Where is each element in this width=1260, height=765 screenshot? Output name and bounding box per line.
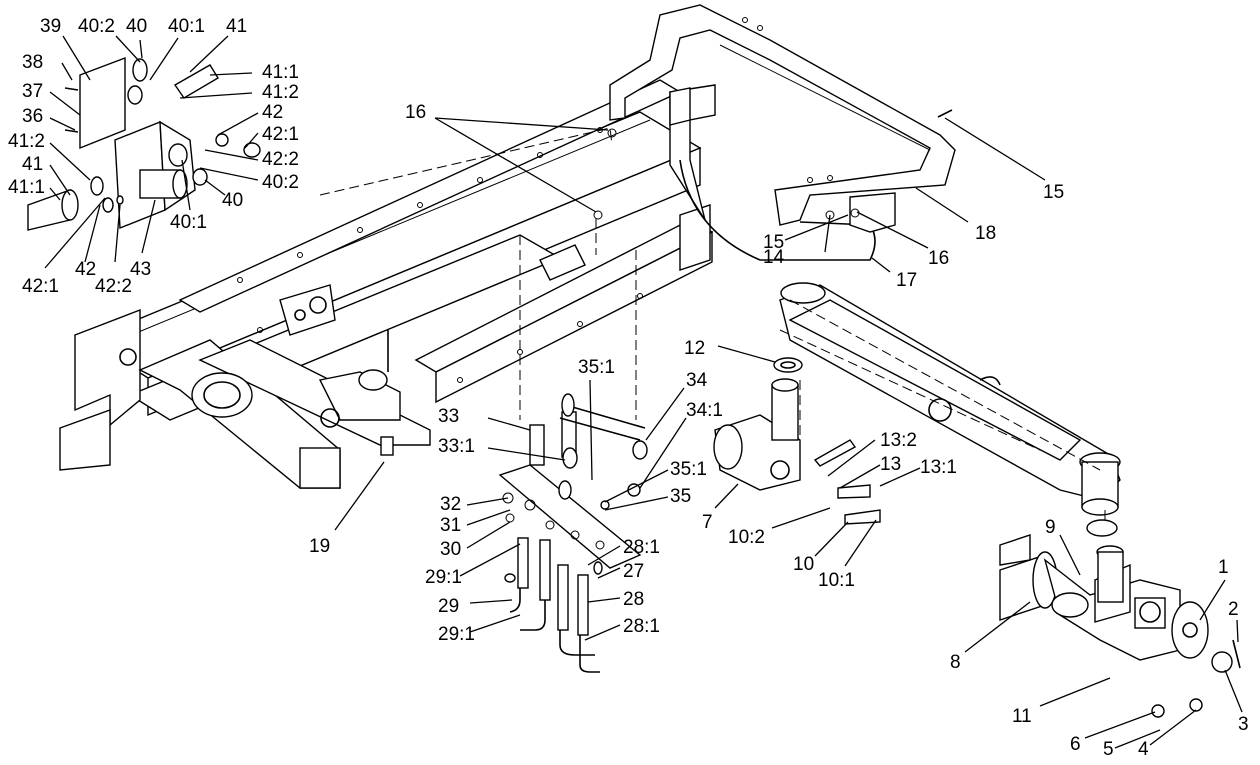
callout-40-right: 40 bbox=[222, 190, 243, 211]
callout-39: 39 bbox=[40, 16, 61, 37]
callout-10-1: 10:1 bbox=[818, 570, 855, 591]
callout-40-1-lower: 40:1 bbox=[170, 212, 207, 233]
callout-30: 30 bbox=[440, 539, 461, 560]
leader-lines bbox=[44, 35, 1243, 749]
callout-41-1-right: 41:1 bbox=[262, 62, 299, 83]
callout-11: 11 bbox=[1012, 706, 1032, 727]
callout-32: 32 bbox=[440, 494, 461, 515]
callout-16: 16 bbox=[405, 102, 426, 123]
callout-35-1-lower: 35:1 bbox=[670, 459, 707, 480]
callout-42-2-right: 42:2 bbox=[262, 149, 299, 170]
callout-13-1: 13:1 bbox=[920, 457, 957, 478]
callout-36: 36 bbox=[22, 106, 43, 127]
callout-42-2-lower: 42:2 bbox=[95, 276, 132, 297]
callout-15: 15 bbox=[1043, 182, 1064, 203]
callout-6: 6 bbox=[1070, 734, 1081, 755]
callout-12: 12 bbox=[684, 338, 705, 359]
callout-labels: 1 2 3 4 5 6 7 8 9 10 10:1 10:2 11 12 13 … bbox=[8, 16, 1249, 760]
callout-41-2-left: 41:2 bbox=[8, 131, 45, 152]
callout-5: 5 bbox=[1103, 739, 1114, 760]
callout-29-1-lower: 29:1 bbox=[438, 624, 475, 645]
callout-28: 28 bbox=[623, 589, 644, 610]
callout-13-2: 13:2 bbox=[880, 430, 917, 451]
callout-41-1-left: 41:1 bbox=[8, 177, 45, 198]
callout-15-lower: 15 bbox=[763, 232, 784, 253]
callout-9: 9 bbox=[1045, 517, 1056, 538]
gearbox-7 bbox=[713, 357, 881, 525]
callout-34-1: 34:1 bbox=[686, 400, 723, 421]
hydraulic-tube-assembly bbox=[498, 393, 648, 673]
callout-13: 13 bbox=[880, 454, 901, 475]
callout-27: 27 bbox=[623, 561, 644, 582]
callout-28-1-upper: 28:1 bbox=[623, 537, 660, 558]
callout-42-1-lower: 42:1 bbox=[22, 276, 59, 297]
callout-33: 33 bbox=[438, 406, 459, 427]
callout-17: 17 bbox=[896, 270, 917, 291]
callout-8: 8 bbox=[950, 652, 961, 673]
callout-19: 19 bbox=[309, 536, 330, 557]
callout-40-2-top: 40:2 bbox=[78, 16, 115, 37]
callout-38: 38 bbox=[22, 52, 43, 73]
callout-14: 14 bbox=[763, 247, 785, 268]
callout-37: 37 bbox=[22, 81, 43, 102]
callout-42-1-right: 42:1 bbox=[262, 124, 299, 145]
callout-41-2-right: 41:2 bbox=[262, 82, 299, 103]
callout-3: 3 bbox=[1238, 714, 1249, 735]
callout-35-1-upper: 35:1 bbox=[578, 357, 615, 378]
roll-bar-assembly bbox=[593, 4, 956, 261]
callout-28-1-lower: 28:1 bbox=[623, 616, 660, 637]
rear-axle-assembly bbox=[779, 282, 1121, 540]
callout-35: 35 bbox=[670, 486, 691, 507]
callout-10: 10 bbox=[793, 554, 814, 575]
callout-7: 7 bbox=[702, 512, 713, 533]
callout-41-top: 41 bbox=[226, 16, 247, 37]
main-frame bbox=[59, 79, 714, 489]
callout-33-1: 33:1 bbox=[438, 436, 475, 457]
callout-31: 31 bbox=[440, 515, 461, 536]
callout-2: 2 bbox=[1228, 599, 1239, 620]
callout-18: 18 bbox=[975, 223, 996, 244]
callout-42-lower: 42 bbox=[75, 259, 96, 280]
callout-40-top: 40 bbox=[126, 16, 147, 37]
callout-42-right: 42 bbox=[262, 102, 283, 123]
callout-10-2: 10:2 bbox=[728, 527, 765, 548]
hydraulic-valve-assembly bbox=[27, 56, 261, 231]
callout-41-left: 41 bbox=[22, 154, 43, 175]
callout-4: 4 bbox=[1138, 739, 1149, 760]
gearbox-11-motor-8 bbox=[999, 519, 1241, 718]
callout-40-1-top: 40:1 bbox=[168, 16, 205, 37]
callout-40-2-right: 40:2 bbox=[262, 172, 299, 193]
callout-16-right: 16 bbox=[928, 248, 949, 269]
callout-29-1-upper: 29:1 bbox=[425, 567, 462, 588]
callout-43: 43 bbox=[130, 259, 151, 280]
callout-29: 29 bbox=[438, 596, 459, 617]
callout-34: 34 bbox=[686, 370, 708, 391]
callout-1: 1 bbox=[1218, 557, 1229, 578]
